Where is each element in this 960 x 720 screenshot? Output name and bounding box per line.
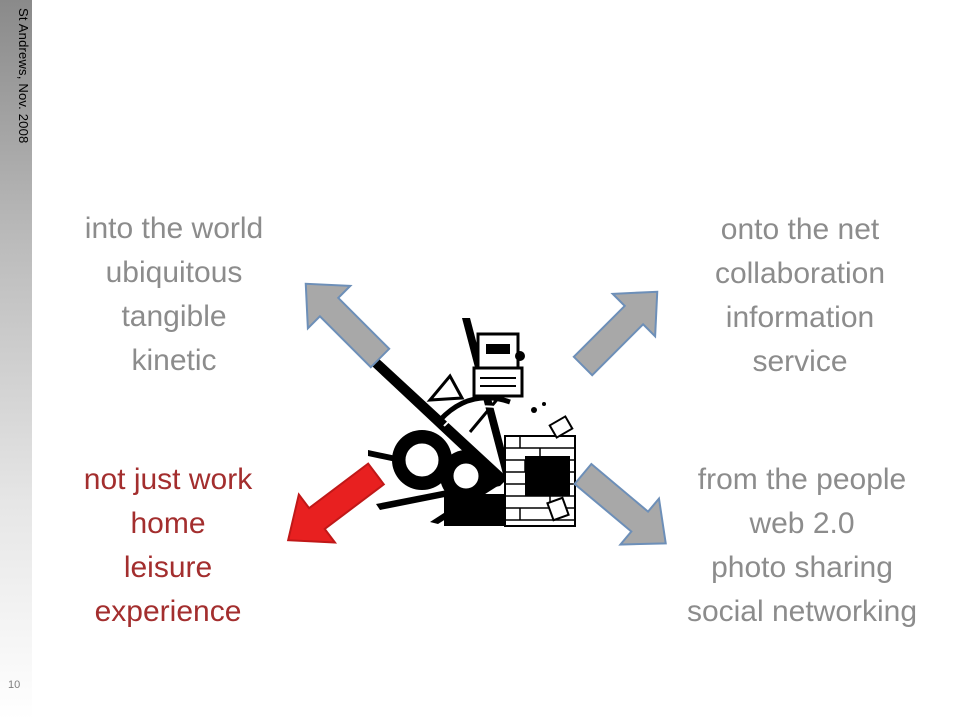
text-line: kinetic [131,344,217,377]
text-line: not just work [83,463,253,496]
text-line: information [725,301,875,334]
text-line: photo sharing [711,551,893,584]
cartoon-illustration [368,318,576,527]
text-line: home [130,507,206,540]
bottom-left-text-block: not just work home leisure experience [52,458,284,634]
arrow-down-right-icon [573,462,667,546]
arrow-down-left-icon [286,462,386,544]
slide-number: 10 [8,679,21,691]
top-left-text-block: into the world ubiquitous tangible kinet… [58,207,290,383]
bottom-right-text-block: from the people web 2.0 photo sharing so… [660,458,944,634]
text-line: experience [94,595,242,628]
text-line: tangible [121,300,227,333]
text-line: leisure [123,551,213,584]
arrow-up-right-icon [572,290,659,377]
text-line: collaboration [714,257,886,290]
text-line: into the world [84,212,264,245]
text-line: service [752,345,848,378]
sidebar-label: St Andrews, Nov. 2008 [16,8,31,144]
top-right-text-block: onto the net collaboration information s… [680,208,920,384]
text-line: social networking [686,595,918,628]
text-line: web 2.0 [749,507,855,540]
text-line: ubiquitous [105,256,243,289]
text-line: from the people [697,463,907,496]
arrow-up-left-icon [304,282,391,369]
text-line: onto the net [720,213,880,246]
sidebar-band: St Andrews, Nov. 2008 [0,0,32,720]
